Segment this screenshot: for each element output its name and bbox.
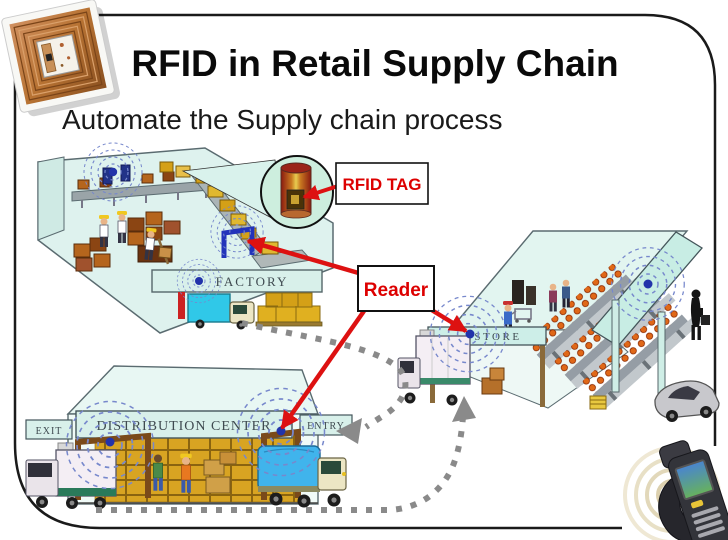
reader-arrow-factory (246, 236, 363, 277)
reader-dot-icon (465, 329, 475, 339)
distribution-center-illustration: DISTRIBUTION CENTER EXIT ENTRY (25, 365, 353, 509)
truck-icon-store (397, 329, 471, 406)
flow-arrowhead (336, 418, 362, 444)
truck-icon-factory (187, 293, 255, 330)
reader-arrow-store (428, 307, 468, 333)
reader-dot-icon (108, 167, 118, 177)
door-post (178, 292, 185, 319)
box-stack (203, 459, 225, 476)
entry-label: ENTRY (307, 421, 345, 432)
pallet-stack (255, 292, 323, 327)
post (657, 311, 666, 399)
radio-waves-layer (65, 142, 685, 490)
worker-icon (153, 454, 163, 491)
reader-callout: Reader (357, 265, 435, 312)
rfid-tag-arrow (302, 184, 339, 201)
flow-arrow-dc-to-store (96, 415, 466, 513)
box-stack (219, 451, 237, 465)
truck-icon-dc-entry (257, 445, 347, 508)
post (540, 345, 545, 407)
rfid-tag-callout-label: RFID TAG (342, 175, 421, 194)
reader-callout-label: Reader (364, 280, 429, 301)
factory-label: FACTORY (216, 274, 289, 289)
reader-dot-icon (105, 437, 115, 447)
slide-title: RFID in Retail Supply Chain (131, 43, 618, 84)
flow-arrow-factory-to-dc (241, 320, 409, 430)
worker-icon (180, 453, 192, 493)
reader-arrow-dc (280, 309, 366, 430)
reader-dot-icon (195, 277, 203, 285)
rfid-tag-closeup-icon (280, 162, 312, 219)
shopper-icon (562, 279, 570, 308)
post (611, 299, 620, 393)
worker-handtruck-icon (142, 227, 173, 265)
slide-subtitle: Automate the Supply chain process (62, 104, 502, 135)
store-label: STORE (474, 331, 521, 343)
basket-stack (589, 395, 607, 410)
exit-sign (25, 419, 73, 440)
car-icon (654, 380, 720, 422)
flow-arrowhead (452, 396, 476, 422)
person-silhouette-icon (690, 289, 710, 340)
exit-label: EXIT (36, 426, 63, 437)
shopper-icon (549, 283, 557, 312)
callout-arrows (246, 184, 468, 430)
box-stack (205, 476, 231, 494)
reader-dot-icon (643, 279, 653, 289)
box-stack (489, 367, 505, 381)
factory-sign (151, 269, 323, 293)
rfid-tag-callout: RFID TAG (335, 162, 429, 205)
handheld-reader-icon (622, 440, 728, 540)
store-illustration: STORE (397, 230, 720, 422)
crate (526, 286, 536, 305)
rfid-chip-icon (1, 0, 120, 117)
magnifier-circle-icon (181, 155, 334, 229)
crate (512, 280, 524, 304)
truck-icon-dc-exit (25, 442, 117, 509)
